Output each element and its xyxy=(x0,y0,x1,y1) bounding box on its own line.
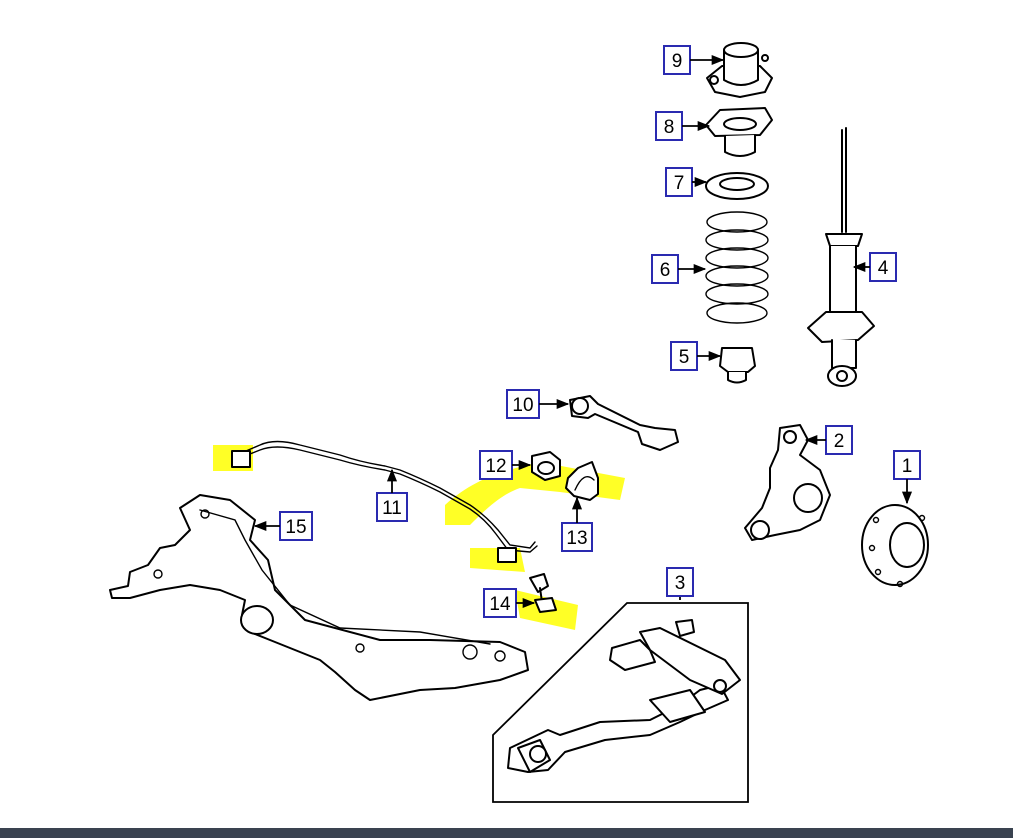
callout-9: 9 xyxy=(663,45,725,75)
callout-7: 7 xyxy=(665,167,708,197)
callout-4: 4 xyxy=(852,252,897,282)
callout-label-6: 6 xyxy=(660,260,671,281)
callout-label-7: 7 xyxy=(674,173,685,194)
callout-1: 1 xyxy=(893,450,921,505)
callout-label-5: 5 xyxy=(679,347,690,368)
callout-label-3: 3 xyxy=(675,573,686,594)
trailing-arm-group xyxy=(492,584,749,803)
callout-label-11: 11 xyxy=(382,498,402,519)
callout-6: 6 xyxy=(651,254,707,284)
callout-label-2: 2 xyxy=(834,431,845,452)
callout-12: 12 xyxy=(479,450,532,480)
callout-3: 3 xyxy=(666,567,694,597)
callout-label-13: 13 xyxy=(566,528,587,549)
coil-spring-part xyxy=(705,211,769,324)
bump-stop-part xyxy=(719,347,756,384)
callout-5: 5 xyxy=(670,341,722,371)
callout-label-15: 15 xyxy=(285,517,306,538)
callout-label-12: 12 xyxy=(485,456,506,477)
callout-label-4: 4 xyxy=(878,258,889,279)
shock-absorber-part xyxy=(807,127,875,387)
callout-label-14: 14 xyxy=(489,594,511,615)
stabilizer-bushing-part xyxy=(531,451,561,481)
callout-13: 13 xyxy=(561,496,593,552)
lateral-link-part xyxy=(569,395,679,451)
callout-8: 8 xyxy=(655,111,711,141)
callout-10: 10 xyxy=(506,389,570,419)
bottom-bar xyxy=(0,828,1013,838)
callout-15: 15 xyxy=(253,511,313,541)
bushing-bracket-part xyxy=(565,461,599,501)
group-3-bracket-line xyxy=(492,602,749,803)
upper-mount-part xyxy=(706,42,773,98)
callout-2: 2 xyxy=(804,425,853,455)
knuckle-part xyxy=(744,424,831,541)
callout-label-9: 9 xyxy=(672,51,683,72)
spring-insulator-part xyxy=(705,172,769,200)
callout-label-10: 10 xyxy=(512,395,533,416)
callout-14: 14 xyxy=(483,588,536,618)
spring-seat-part xyxy=(705,107,773,157)
stabilizer-end-link-part xyxy=(529,573,557,613)
stabilizer-bar-part xyxy=(231,440,538,563)
callout-label-8: 8 xyxy=(664,117,675,138)
callout-label-1: 1 xyxy=(902,456,913,477)
hub-part xyxy=(861,504,929,588)
subframe-part xyxy=(109,494,529,701)
callout-11: 11 xyxy=(376,468,408,522)
